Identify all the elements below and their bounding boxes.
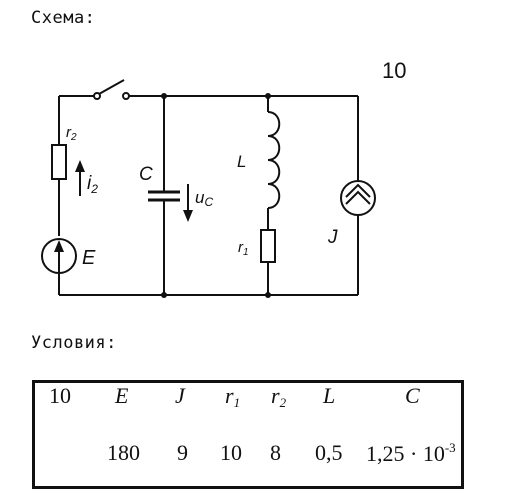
branch-capacitor xyxy=(148,96,180,295)
conditions-table: 10 E J r1 r2 L C 180 9 10 8 0,5 1,25 · 1… xyxy=(32,380,464,489)
label-j: J xyxy=(327,227,338,248)
value-l: 0,5 xyxy=(315,440,343,465)
schema-heading: Схема: xyxy=(31,8,96,28)
node-top-capacitor xyxy=(161,93,167,99)
inductor-l xyxy=(267,111,281,209)
circuit-diagram: r2 i2 E C uC L r1 J xyxy=(41,79,376,298)
switch xyxy=(59,79,358,100)
value-c: 1,25 · 10-3 xyxy=(366,440,456,466)
branch-source-e xyxy=(41,96,77,295)
header-e: E xyxy=(115,383,129,408)
header-j: J xyxy=(175,383,185,408)
label-r1: r1 xyxy=(238,239,249,258)
header-r2: r2 xyxy=(271,383,287,410)
header-c: C xyxy=(405,383,420,408)
label-uc: uC xyxy=(195,188,213,209)
header-variant: 10 xyxy=(49,383,71,408)
branch-inductor xyxy=(260,96,281,295)
conditions-heading: Условия: xyxy=(31,333,117,353)
label-i2: i2 xyxy=(87,173,98,196)
node-bottom-inductor xyxy=(265,292,271,298)
label-l: L xyxy=(237,152,246,171)
value-r1: 10 xyxy=(220,440,242,465)
resistor-r2 xyxy=(51,144,67,180)
value-j: 9 xyxy=(177,440,188,465)
label-r2: r2 xyxy=(66,124,77,143)
node-bottom-capacitor xyxy=(161,292,167,298)
value-r2: 8 xyxy=(270,440,281,465)
label-c: C xyxy=(139,164,153,185)
value-e: 180 xyxy=(107,440,140,465)
variant-number: 10 xyxy=(382,58,407,83)
header-l: L xyxy=(323,383,336,408)
label-e: E xyxy=(82,247,96,269)
branch-current-source xyxy=(340,96,376,295)
header-r1: r1 xyxy=(225,383,241,410)
node-top-inductor xyxy=(265,93,271,99)
resistor-r1 xyxy=(260,229,276,263)
